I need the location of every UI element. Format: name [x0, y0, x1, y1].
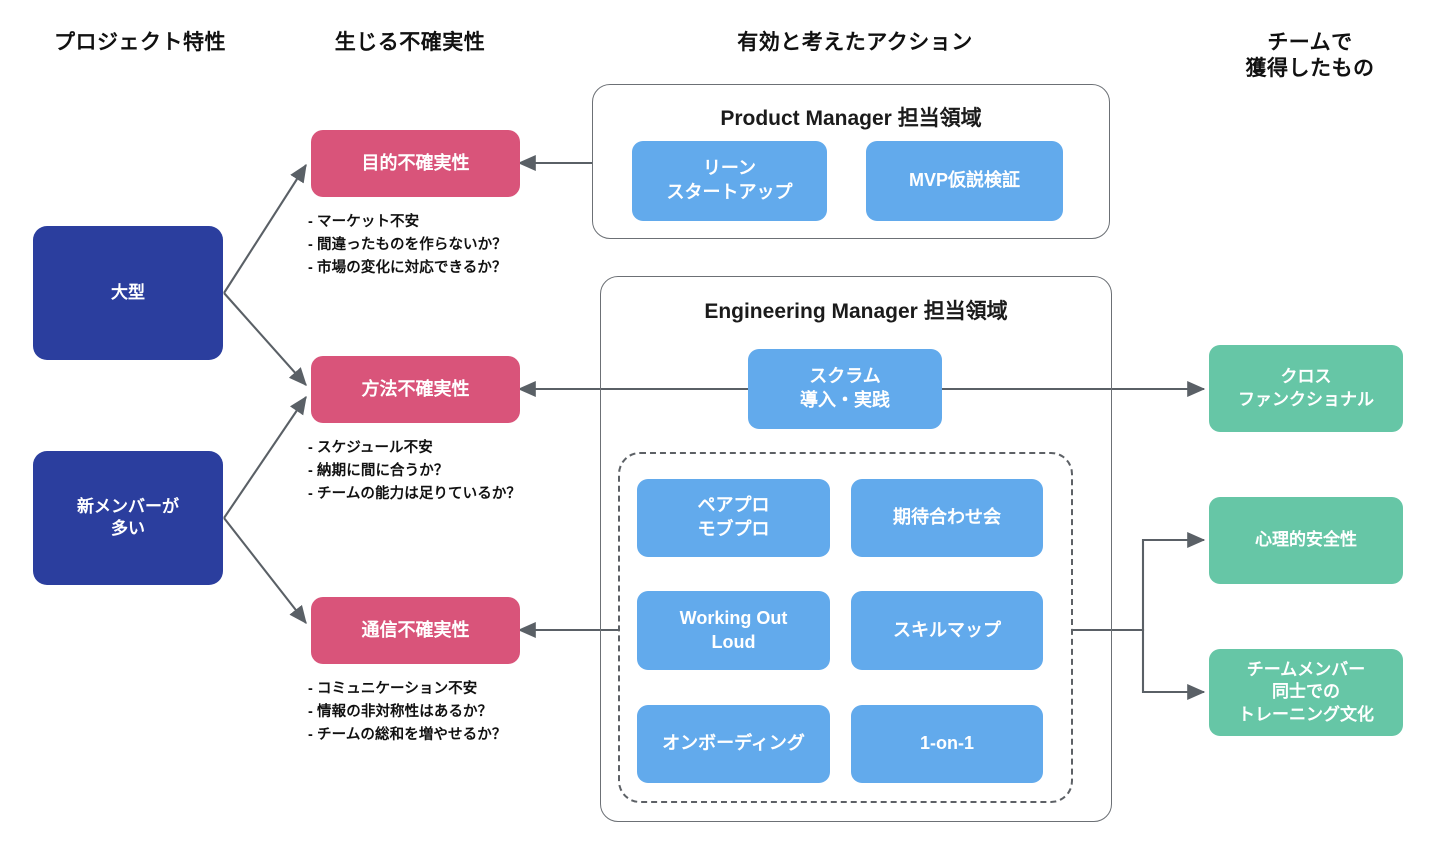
- action-lean-startup[interactable]: リーン スタートアップ: [632, 141, 827, 221]
- group-engineering-manager: Engineering Manager 担当領域: [600, 276, 1112, 822]
- action-mvp-hypothesis-validation[interactable]: MVP仮説検証: [866, 141, 1063, 221]
- edge-large-to-method: [223, 292, 307, 386]
- column-header-team-gains: チームで 獲得したもの: [1245, 31, 1375, 81]
- uncertainty-purpose-bullets: - マーケット不安 - 間違ったものを作らないか？ - 市場の変化に対応できるか…: [308, 214, 507, 276]
- edge-large-to-purpose: [223, 163, 307, 294]
- group-engineering-manager-title: Engineering Manager 担当領域: [601, 295, 1111, 325]
- group-em-title-ja: 担当領域: [923, 300, 1008, 323]
- team-gain-psychological-safety[interactable]: 心理的安全性: [1209, 497, 1403, 584]
- column-header-project-traits: プロジェクト特性: [54, 31, 226, 54]
- edge-newmembers-to-method: [223, 395, 307, 519]
- practice-skill-map[interactable]: スキルマップ: [851, 591, 1043, 670]
- project-trait-many-new-members[interactable]: 新メンバーが 多い: [33, 451, 223, 585]
- column-header-uncertainties: 生じる不確実性: [334, 31, 486, 54]
- practice-onboarding[interactable]: オンボーディング: [637, 705, 830, 783]
- team-gain-training-culture[interactable]: チームメンバー 同士での トレーニング文化: [1209, 649, 1403, 736]
- practice-pair-mob-programming[interactable]: ペアプロ モブプロ: [637, 479, 830, 557]
- team-gain-cross-functional[interactable]: クロス ファンクショナル: [1209, 345, 1403, 432]
- practice-working-out-loud[interactable]: Working Out Loud: [637, 591, 830, 670]
- uncertainty-communication[interactable]: 通信不確実性: [311, 597, 520, 664]
- group-em-title-en: Engineering Manager: [704, 300, 924, 323]
- uncertainty-purpose[interactable]: 目的不確実性: [311, 130, 520, 197]
- uncertainty-method-bullets: - スケジュール不安 - 納期に間に合うか？ - チームの能力は足りているか？: [308, 440, 522, 502]
- group-product-manager: Product Manager 担当領域: [592, 84, 1110, 239]
- project-trait-large-scale[interactable]: 大型: [33, 226, 223, 360]
- group-product-manager-title: Product Manager 担当領域: [593, 102, 1109, 132]
- group-pm-title-ja: 担当領域: [897, 107, 982, 130]
- group-pm-title-en: Product Manager: [720, 107, 898, 130]
- uncertainty-method[interactable]: 方法不確実性: [311, 356, 520, 423]
- practice-expectation-alignment[interactable]: 期待合わせ会: [851, 479, 1043, 557]
- action-scrum[interactable]: スクラム 導入・実践: [748, 349, 942, 429]
- practices-dashed-box: [618, 452, 1073, 803]
- practice-one-on-one[interactable]: 1-on-1: [851, 705, 1043, 783]
- uncertainty-communication-bullets: - コミュニケーション不安 - 情報の非対称性はあるか？ - チームの総和を増や…: [308, 681, 507, 743]
- column-header-actions: 有効と考えたアクション: [737, 31, 973, 54]
- edge-newmembers-to-communication: [223, 517, 307, 624]
